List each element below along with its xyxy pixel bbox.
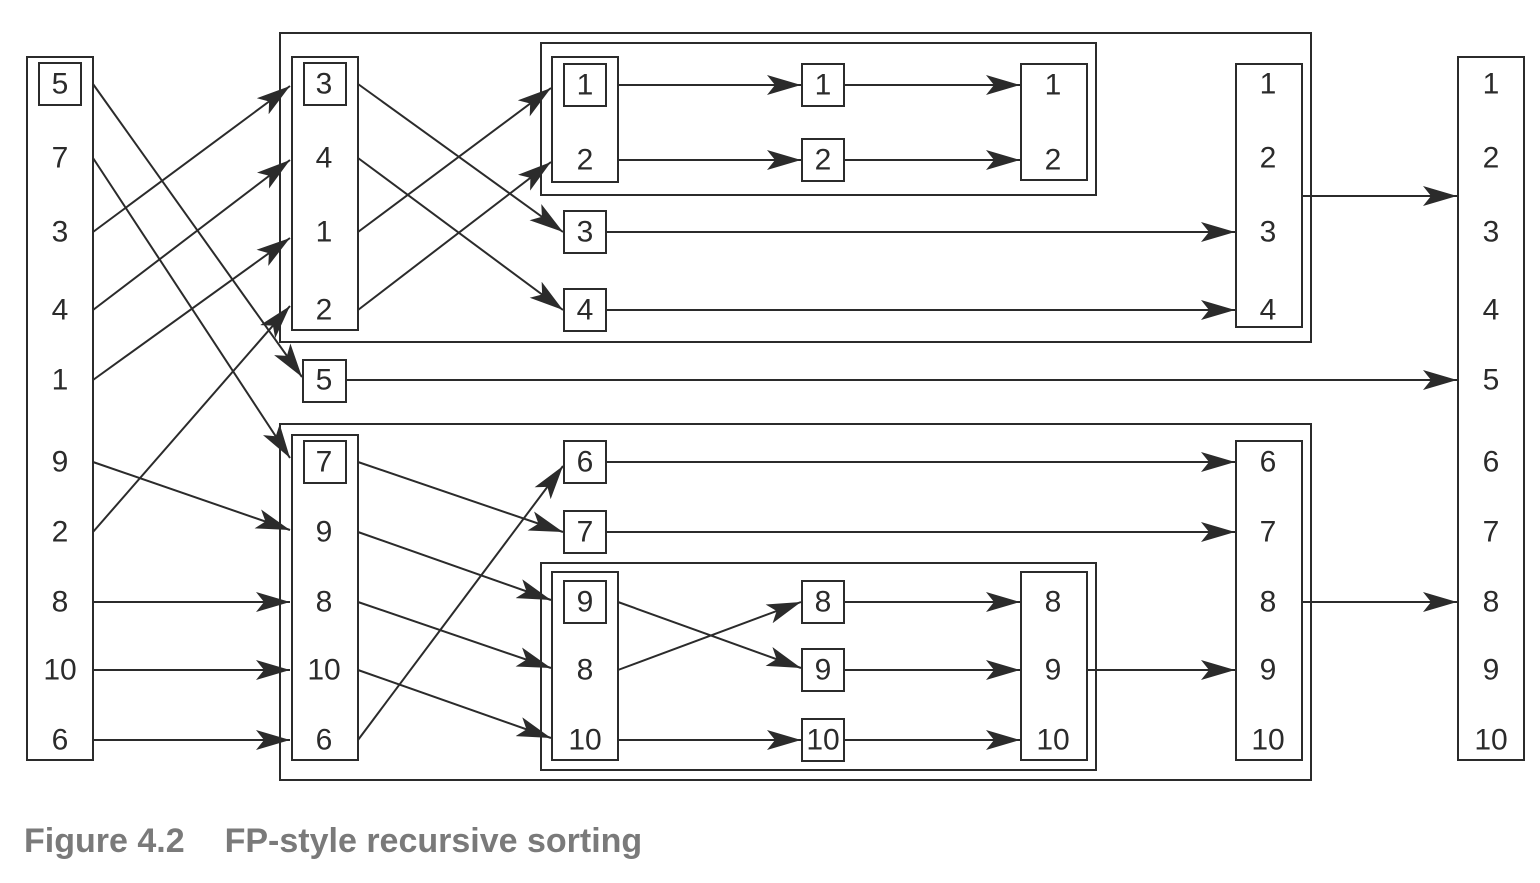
lower-inner-step-item: 10 [806, 724, 839, 757]
lower-inner-partition-column [551, 571, 619, 761]
lower-recursion-frame [279, 423, 1312, 781]
upper-result-column [1235, 63, 1303, 328]
lower-inner-partition-item: 8 [577, 654, 594, 687]
output-item: 6 [1483, 446, 1500, 479]
input-item: 5 [52, 68, 69, 101]
lower-step-item: 7 [577, 516, 594, 549]
arrow-lower-6-to-step [357, 465, 564, 741]
upper-inner-step-item: 1 [815, 69, 832, 102]
lower-partition-item: 9 [316, 516, 333, 549]
upper-inner-pivot-box [563, 63, 607, 107]
upper-partition-item: 2 [316, 294, 333, 327]
upper-partition-column [291, 56, 359, 331]
output-item: 5 [1483, 364, 1500, 397]
arrow-9-to-lower [92, 461, 291, 531]
arrow-4-to-upper [92, 159, 291, 311]
upper-inner-partition-column [551, 56, 619, 183]
upper-result-item: 4 [1260, 294, 1277, 327]
input-item: 4 [52, 294, 69, 327]
upper-result-item: 2 [1260, 142, 1277, 175]
lower-partition-item: 6 [316, 724, 333, 757]
arrow-3-to-upper [92, 85, 291, 233]
upper-result-item: 3 [1260, 216, 1277, 249]
upper-step-item: 4 [577, 294, 594, 327]
input-item: 10 [43, 654, 76, 687]
output-item: 10 [1474, 724, 1507, 757]
lower-partition-item: 7 [316, 446, 333, 479]
lower-inner-result-item: 8 [1045, 586, 1062, 619]
lower-result-item: 9 [1260, 654, 1277, 687]
upper-inner-result-column [1020, 63, 1088, 181]
lower-result-column [1235, 440, 1303, 761]
arrow-lower-8-to-inner [357, 601, 552, 669]
input-item: 9 [52, 446, 69, 479]
upper-partition-item: 4 [316, 142, 333, 175]
output-item: 8 [1483, 586, 1500, 619]
upper-inner-result-item: 2 [1045, 144, 1062, 177]
figure-label: Figure 4.2 [24, 822, 185, 860]
arrow-lower-9-to-inner [357, 531, 552, 601]
lower-inner-result-item: 10 [1036, 724, 1069, 757]
input-item: 6 [52, 724, 69, 757]
lower-inner-step-item: 9 [815, 654, 832, 687]
arrow-2-to-upper [92, 305, 291, 533]
upper-inner-step-item: 2 [815, 144, 832, 177]
upper-partition-item: 1 [316, 216, 333, 249]
arrow-lower-10-to-inner [357, 669, 552, 739]
input-item: 3 [52, 216, 69, 249]
lower-pivot-box [303, 440, 347, 484]
lower-inner-pivot-box [563, 580, 607, 624]
lower-result-item: 7 [1260, 516, 1277, 549]
upper-result-item: 1 [1260, 68, 1277, 101]
upper-inner-frame [540, 42, 1097, 196]
arrow-upper-3-to-step [357, 83, 564, 233]
lower-partition-column [291, 434, 359, 761]
upper-inner-partition-item: 1 [577, 69, 594, 102]
input-column [26, 56, 94, 761]
figure-title: FP-style recursive sorting [224, 822, 643, 860]
lower-inner-step-item: 8 [815, 586, 832, 619]
arrow-upper-2-to-inner [357, 161, 552, 311]
input-pivot-box [38, 62, 82, 106]
arrow-upper-4-to-step [357, 157, 564, 311]
output-item: 3 [1483, 216, 1500, 249]
lower-inner-partition-item: 10 [568, 724, 601, 757]
upper-step-item: 3 [577, 216, 594, 249]
arrow-1-to-upper [92, 237, 291, 381]
output-item: 7 [1483, 516, 1500, 549]
upper-inner-partition-item: 2 [577, 144, 594, 177]
input-item: 2 [52, 516, 69, 549]
arrow-upper-1-to-inner [357, 87, 552, 233]
lower-partition-item: 8 [316, 586, 333, 619]
lower-inner-result-column [1020, 571, 1088, 761]
output-item: 1 [1483, 68, 1500, 101]
lower-result-item: 10 [1251, 724, 1284, 757]
figure-caption: Figure 4.2 FP-style recursive sorting [24, 822, 642, 861]
recursive-sort-diagram: 5 7 3 4 1 9 2 8 10 6 1 2 3 4 5 6 7 8 9 10 5 3 4 1 2 1 2 1 2 1 2 3 4 1 2 3 4 7… [26, 32, 1525, 781]
arrow-lower-inner-8 [617, 601, 802, 671]
arrow-lower-7-to-step [357, 461, 564, 533]
lower-partition-item: 10 [307, 654, 340, 687]
upper-recursion-frame [279, 32, 1312, 343]
lower-inner-partition-item: 9 [577, 586, 594, 619]
lower-step-item: 6 [577, 446, 594, 479]
upper-partition-item: 3 [316, 68, 333, 101]
lower-result-item: 6 [1260, 446, 1277, 479]
output-item: 4 [1483, 294, 1500, 327]
output-column [1457, 56, 1525, 761]
output-item: 9 [1483, 654, 1500, 687]
output-item: 2 [1483, 142, 1500, 175]
upper-pivot-box [303, 62, 347, 106]
input-item: 7 [52, 142, 69, 175]
input-item: 8 [52, 586, 69, 619]
lower-result-item: 8 [1260, 586, 1277, 619]
input-item: 1 [52, 364, 69, 397]
pivot-value: 5 [316, 364, 333, 397]
lower-inner-result-item: 9 [1045, 654, 1062, 687]
upper-inner-result-item: 1 [1045, 69, 1062, 102]
